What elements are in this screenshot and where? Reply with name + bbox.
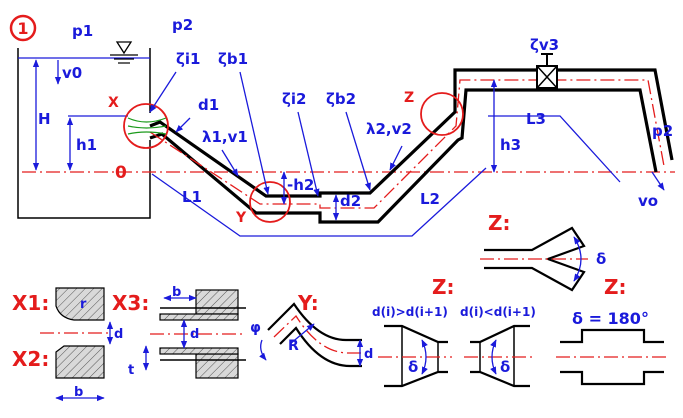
cond-contraction: d(i)>d(i+1) xyxy=(372,305,448,319)
svg-text:b: b xyxy=(74,385,83,400)
detail-Y-title: Y: xyxy=(297,291,319,315)
label-zero: 0 xyxy=(115,163,127,183)
svg-text:d: d xyxy=(114,327,123,342)
water-level-icon xyxy=(110,41,138,64)
label-h3: h3 xyxy=(500,136,521,154)
svg-text:δ: δ xyxy=(408,358,418,376)
x1-inlet-rounded: r xyxy=(55,287,105,321)
label-zeta-i2: ζi2 xyxy=(282,90,306,108)
label-p1: p1 xyxy=(72,22,93,40)
svg-text:b: b xyxy=(172,285,181,300)
detail-Z3-title: Z: xyxy=(604,275,627,299)
reservoir-tank xyxy=(17,48,151,219)
svg-text:δ: δ xyxy=(500,358,510,376)
L3-dimension xyxy=(488,115,621,183)
label-L1: L1 xyxy=(182,188,202,206)
detail-Y-marker xyxy=(249,181,291,223)
z-delta-label: δ xyxy=(596,250,606,268)
label-L3: L3 xyxy=(526,110,546,128)
label-d1: d1 xyxy=(198,96,219,114)
cond-expansion: d(i)<d(i+1) xyxy=(460,305,536,319)
figure-number: 1 xyxy=(9,14,37,42)
detail-Z2-title: Z: xyxy=(432,275,455,299)
x2-inlet-sharp xyxy=(55,345,105,379)
label-p2-top: p2 xyxy=(172,16,193,34)
y-phi-label: φ xyxy=(250,320,261,336)
detail-X3-title: X3: xyxy=(112,291,149,315)
L2-dimension xyxy=(320,167,487,237)
svg-text:d: d xyxy=(190,327,199,342)
cond-sudden: δ = 180° xyxy=(572,309,649,328)
label-seg1: λ1,v1 xyxy=(202,128,248,146)
detail-Z-marker xyxy=(420,92,464,136)
x3-pipe-section xyxy=(150,289,246,379)
detail-Z-title: Z: xyxy=(488,211,511,235)
label-H: H xyxy=(38,110,51,128)
label-p2-right: p2 xyxy=(652,122,673,140)
y-R-label: R xyxy=(288,338,299,354)
label-h2: -h2 xyxy=(287,176,314,194)
z-expansion-shape: δ xyxy=(464,324,536,388)
detail-X1-title: X1: xyxy=(12,291,49,315)
label-zeta-b2: ζb2 xyxy=(326,90,356,108)
label-zeta-v3: ζv3 xyxy=(530,36,559,54)
z-sudden-shape xyxy=(556,328,670,386)
label-zeta-i1: ζi1 xyxy=(176,50,200,68)
z-contraction-shape: δ xyxy=(378,324,452,388)
detail-X-marker xyxy=(123,103,169,149)
label-seg2: λ2,v2 xyxy=(366,120,412,138)
label-X: X xyxy=(108,95,119,111)
svg-text:t: t xyxy=(128,363,134,378)
label-Y: Y xyxy=(235,210,247,226)
svg-text:1: 1 xyxy=(17,19,28,38)
label-vo: vo xyxy=(638,192,658,210)
label-L2: L2 xyxy=(420,190,440,208)
svg-text:r: r xyxy=(80,297,87,312)
label-h1: h1 xyxy=(76,136,97,154)
y-bend-shape xyxy=(267,302,366,368)
label-v0: v0 xyxy=(62,64,82,82)
detail-X2-title: X2: xyxy=(12,347,49,371)
label-zeta-b1: ζb1 xyxy=(218,50,248,68)
label-Z: Z xyxy=(404,90,414,106)
z-junction-shape: δ xyxy=(480,226,606,292)
L1-dimension xyxy=(151,173,320,237)
svg-text:d: d xyxy=(364,347,373,362)
valve-icon xyxy=(536,53,558,89)
streamlines-icon xyxy=(127,117,167,135)
label-d2: d2 xyxy=(340,192,361,210)
